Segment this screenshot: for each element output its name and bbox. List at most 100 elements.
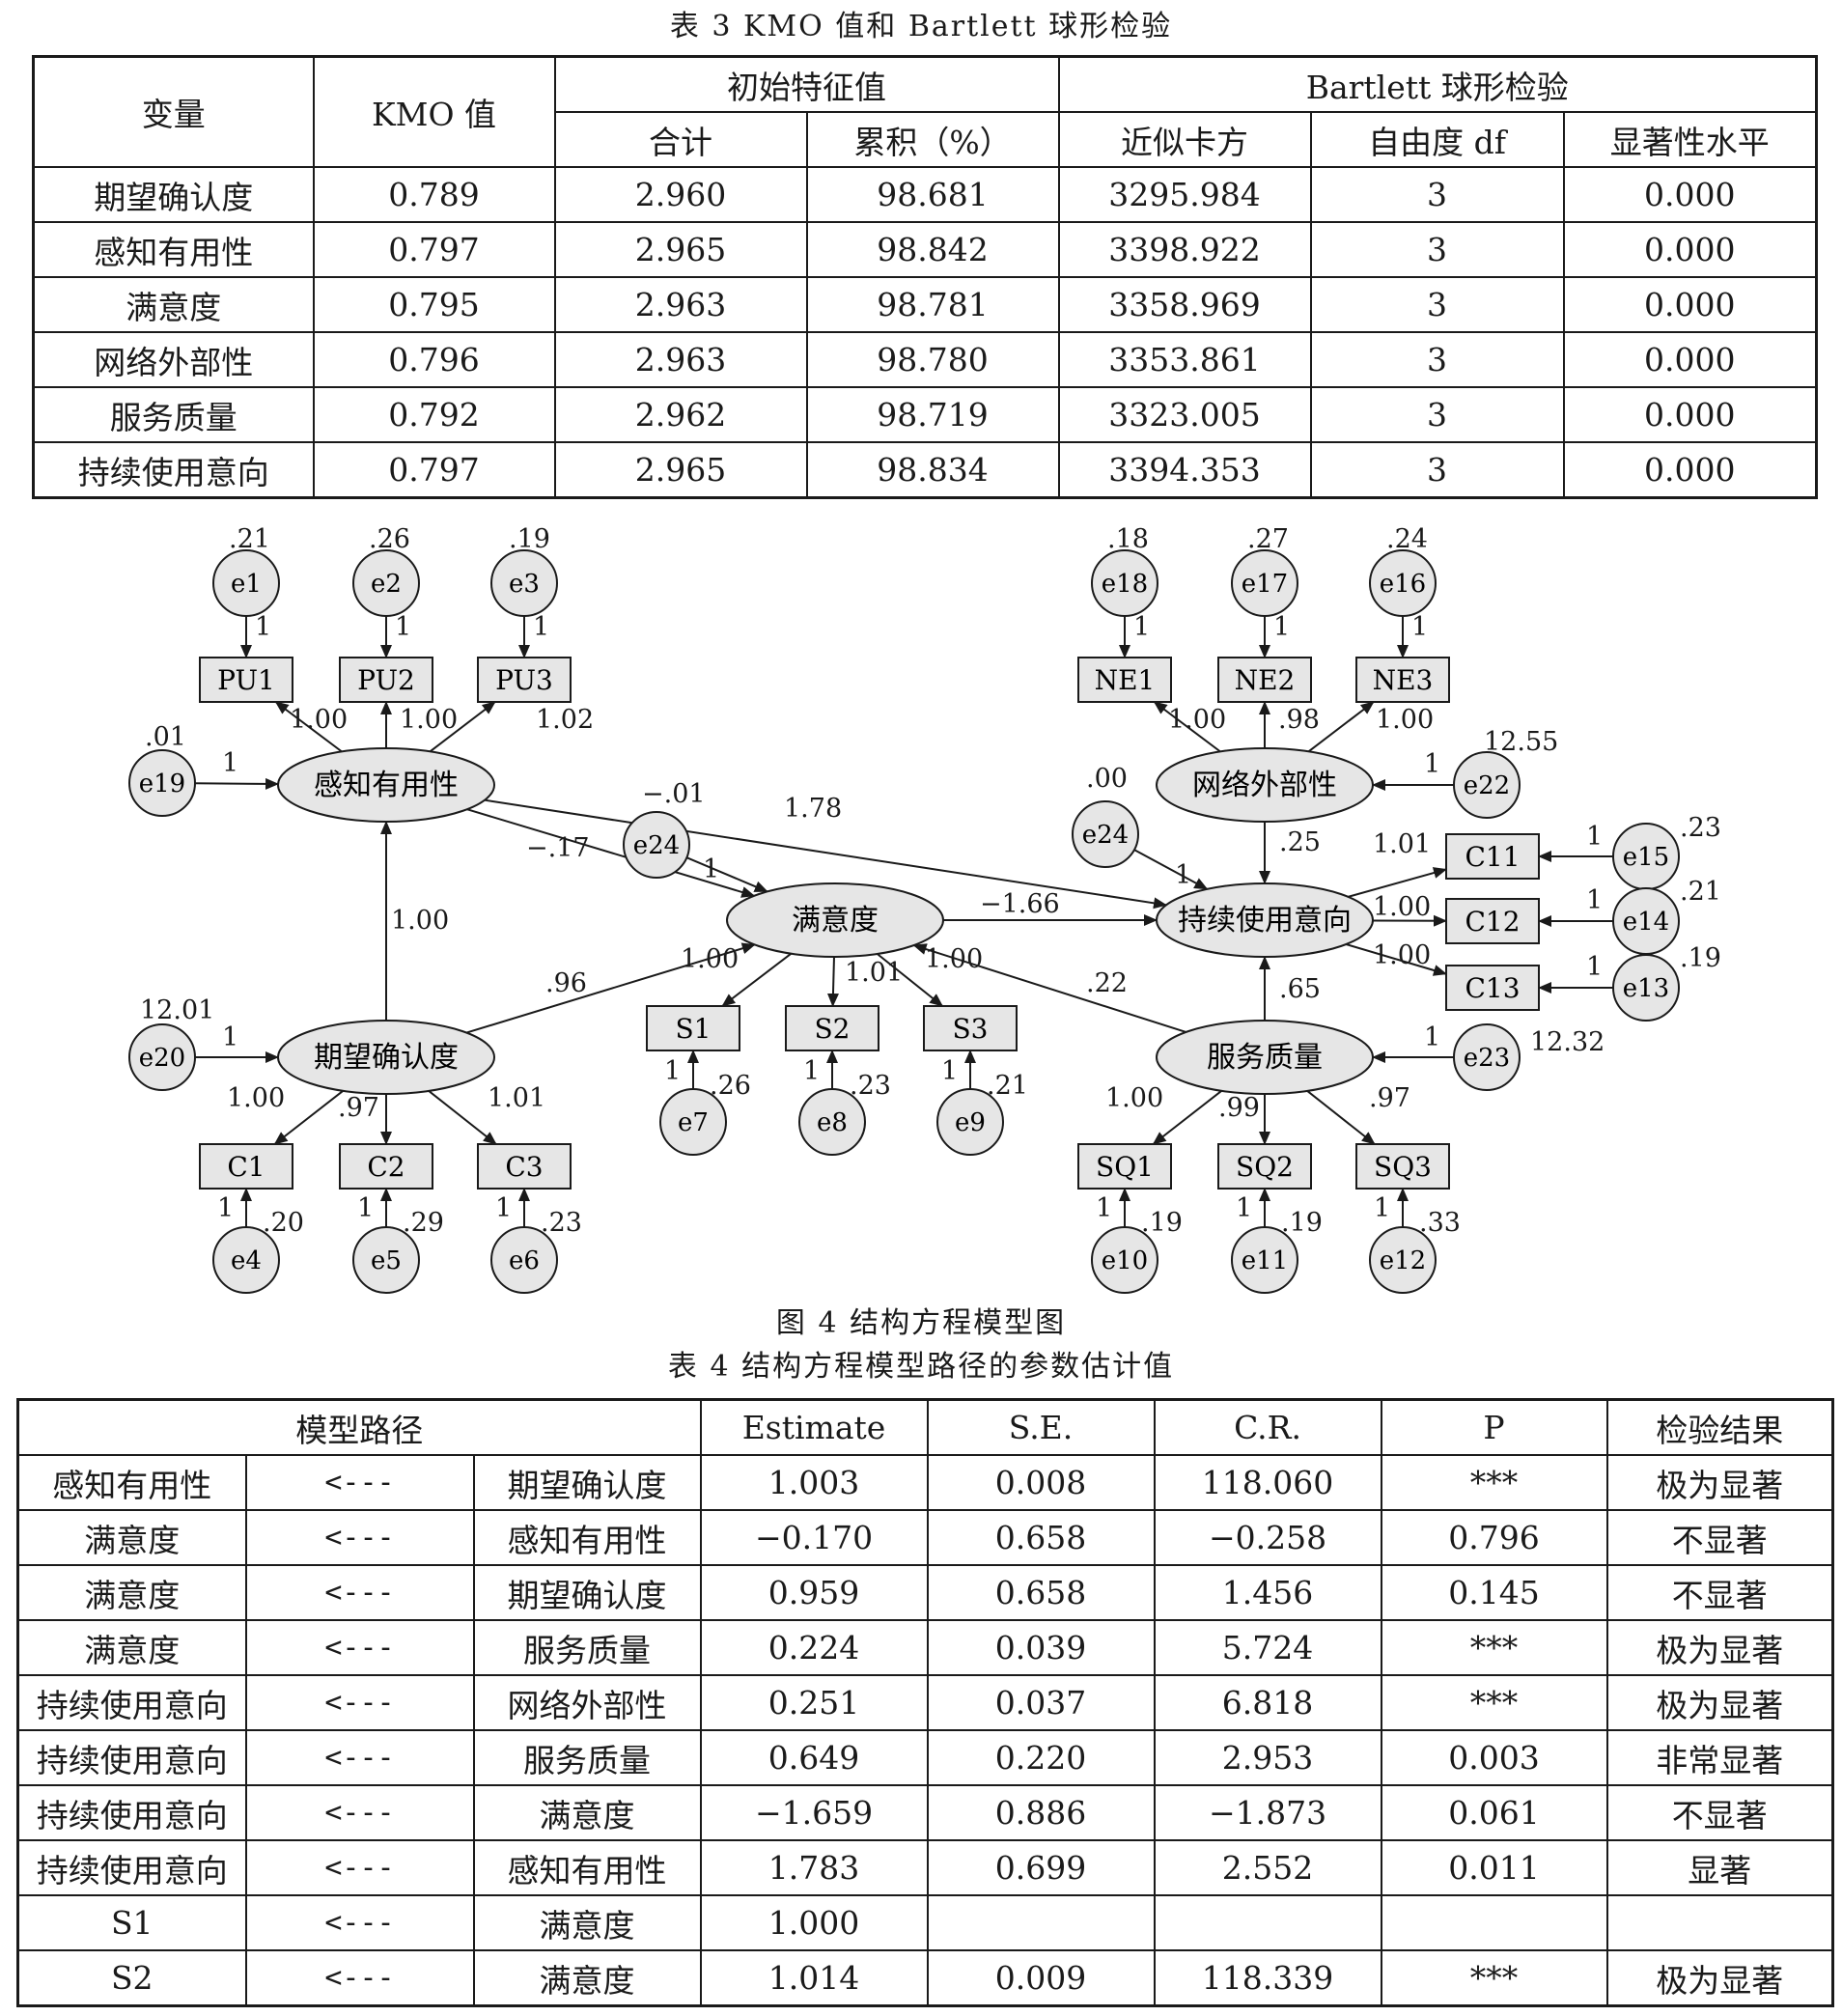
loading-label: .98 [1278,705,1320,735]
loading-label: 1.01 [1373,829,1431,859]
dependent-variable-cell: 持续使用意向 [16,1674,247,1731]
path-ne-ne3 [1307,701,1375,753]
error-label: e9 [955,1108,986,1137]
p-cell: *** [1380,1619,1608,1676]
indicator-c12: C12 [1445,898,1540,944]
independent-variable-cell: 服务质量 [472,1619,702,1676]
indicator-label: C1 [227,1151,265,1183]
significance-cell: 0.000 [1562,386,1818,443]
variance-label: .19 [1680,943,1721,973]
indicator-label: PU1 [217,664,275,696]
path-arrow-cell: <--- [244,1454,475,1511]
error-e5: e5 [352,1226,420,1294]
loading-label: 1.00 [1105,1083,1163,1113]
error-path-e24b [685,856,768,893]
fixed-one-label: 1 [1175,860,1191,890]
se-cell: 0.886 [926,1784,1156,1841]
p-cell: *** [1380,1949,1608,2007]
result-cell: 不显著 [1605,1564,1834,1621]
error-e2: e2 [352,549,420,617]
indicator-label: PU2 [357,664,415,696]
header-test-result: 检验结果 [1605,1398,1834,1456]
coefficient-label: .25 [1279,827,1321,857]
df-cell: 3 [1309,276,1565,333]
variance-label: .26 [710,1071,751,1101]
error-label: e10 [1102,1246,1148,1275]
cr-cell: 118.339 [1153,1949,1382,2007]
indicator-label: S3 [953,1013,989,1045]
fixed-one-label: 1 [803,1056,820,1086]
p-cell: *** [1380,1674,1608,1731]
fixed-one-label: 1 [1096,1193,1112,1223]
latent-label: 持续使用意向 [1178,904,1352,938]
cr-cell: 6.818 [1153,1674,1382,1731]
coefficient-label: −.01 [642,779,706,809]
fixed-one-label: 1 [1236,1193,1252,1223]
result-cell [1605,1894,1834,1951]
error-e7: e7 [659,1088,727,1156]
coefficient-label: 1.00 [391,906,449,936]
independent-variable-cell: 期望确认度 [472,1454,702,1511]
estimate-cell: 1.003 [699,1454,929,1511]
dependent-variable-cell: 满意度 [16,1619,247,1676]
estimate-cell: 1.783 [699,1839,929,1896]
variance-label: .24 [1386,524,1428,554]
result-cell: 不显著 [1605,1784,1834,1841]
df-cell: 3 [1309,221,1565,278]
error-label: e4 [231,1246,262,1275]
df-cell: 3 [1309,166,1565,223]
latent-label: 服务质量 [1207,1041,1323,1075]
total-cell: 2.963 [553,331,808,388]
indicator-label: S1 [676,1013,712,1045]
kmo-cell: 0.797 [312,221,556,278]
fixed-one-label: 1 [941,1056,958,1086]
error-label: e15 [1623,843,1669,872]
coefficient-label: 1.78 [784,794,842,824]
error-label: e24 [1082,821,1129,850]
coefficient-label: −1.66 [980,889,1060,919]
result-cell: 不显著 [1605,1509,1834,1566]
se-cell: 0.658 [926,1564,1156,1621]
header-se: S.E. [926,1398,1156,1456]
significance-cell: 0.000 [1562,166,1818,223]
estimate-cell: −0.170 [699,1509,929,1566]
se-cell [926,1894,1156,1951]
path-sq-sat [912,943,1186,1033]
latent-label: 网络外部性 [1192,769,1337,802]
dependent-variable-cell: 感知有用性 [16,1454,247,1511]
fixed-one-label: 1 [703,854,719,884]
total-cell: 2.965 [553,221,808,278]
cumulative-cell: 98.842 [805,221,1060,278]
indicator-c3: C3 [477,1143,572,1190]
fixed-one-label: 1 [255,612,271,642]
fixed-one-label: 1 [495,1193,512,1223]
variance-label: .27 [1247,524,1289,554]
indicator-s2: S2 [785,1005,879,1051]
error-label: e20 [139,1044,185,1073]
dependent-variable-cell: 持续使用意向 [16,1784,247,1841]
loading-label: 1.01 [845,958,903,988]
loading-label: 1.00 [1373,940,1431,970]
coefficient-label: .65 [1279,974,1321,1004]
fixed-one-label: 1 [533,612,549,642]
loading-label: 1.00 [400,705,458,735]
dependent-variable-cell: S1 [16,1894,247,1951]
path-arrow-cell: <--- [244,1509,475,1566]
variance-label: .23 [1680,813,1721,843]
df-cell: 3 [1309,331,1565,388]
error-label: e8 [817,1108,848,1137]
df-cell: 3 [1309,441,1565,499]
fixed-one-label: 1 [217,1193,234,1223]
indicator-pu2: PU2 [339,657,433,703]
dependent-variable-cell: 满意度 [16,1509,247,1566]
header-variable: 变量 [32,55,315,168]
indicator-s1: S1 [646,1005,740,1051]
estimate-cell: 0.959 [699,1564,929,1621]
